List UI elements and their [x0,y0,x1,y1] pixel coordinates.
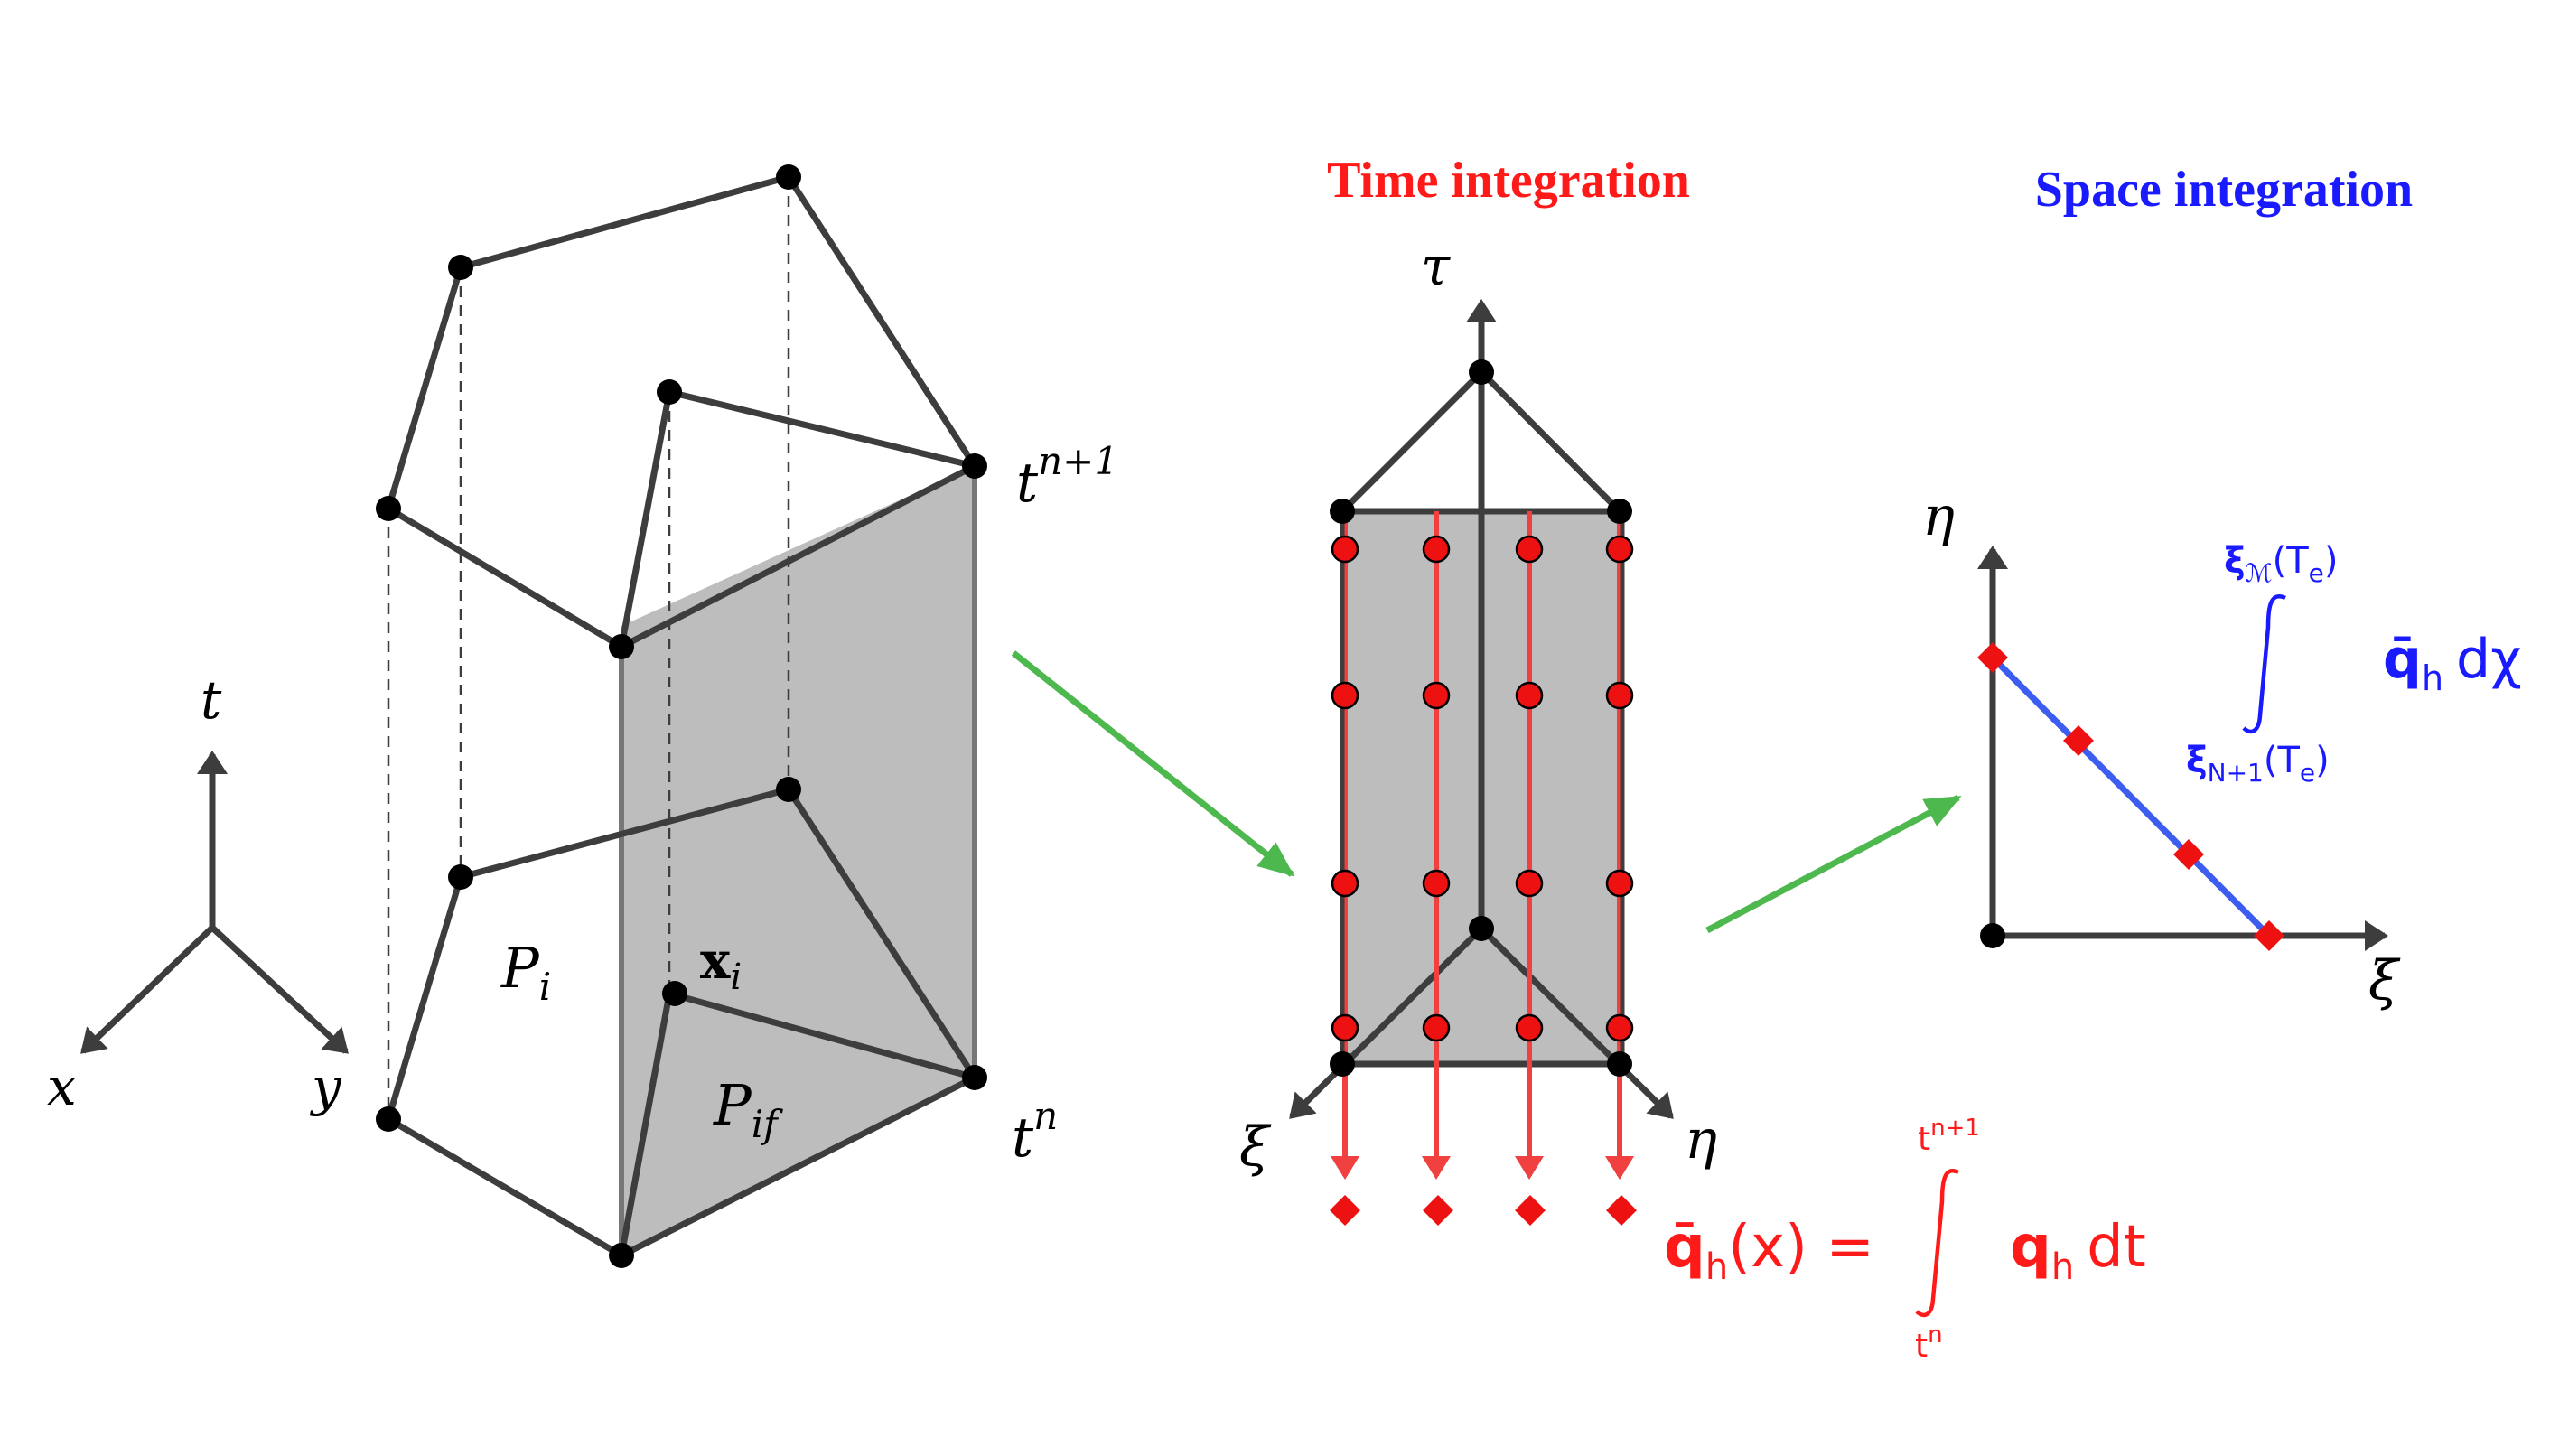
axis-t-label: t [201,669,222,731]
prism-nodes [376,164,987,1268]
axes-3d [80,751,349,1054]
vertical-dashed-edges [387,177,790,1119]
point-label: xi [700,931,742,998]
element-edges-overlay [1340,511,1625,1064]
axis-y [210,925,349,1054]
top-polygon [385,173,978,650]
time-quadrature-points [1331,535,1634,1042]
xi-tri-label: ξ [2368,949,2401,1013]
green-arrow-element-to-triangle [1705,794,1962,934]
svg-text:q̄h(x) =: q̄h(x) = [1664,1214,1874,1288]
space-integral-upper: ξℳ(Te) [2224,540,2338,588]
hypotenuse [1990,655,2272,938]
xi-ref-label: ξ [1239,1115,1272,1179]
time-integral-lower: tn [1915,1321,1943,1365]
eta-ref-label: η [1685,1108,1717,1171]
time-bottom-label: tn [1012,1094,1058,1170]
reference-nodes [1330,359,1632,1077]
shaded-face [621,466,975,1255]
space-time-prism [376,164,987,1268]
axis-x [80,925,215,1054]
axis-eta-ref [1479,926,1674,1119]
tau-label: τ [1421,236,1451,297]
axis-y-label: y [309,1056,342,1117]
time-integration-title: Time integration [1327,153,1690,209]
cell-label: Pi [500,935,551,1009]
time-integral-upper: tn+1 [1918,1115,1980,1158]
time-top-label: tn+1 [1016,439,1118,515]
reference-element [1289,299,1674,1226]
axis-xi-ref [1289,926,1484,1119]
triangle-origin-node [1980,923,2005,948]
green-arrow-prism-to-element [1011,650,1295,877]
projected-space-points [1330,1195,1637,1226]
reference-triangle [1977,546,2388,951]
space-integral-sign [2242,594,2286,734]
space-integration-title: Space integration [2035,162,2413,218]
eta-tri-label: η [1922,485,1955,548]
svg-text:q̄hdχ: q̄hdχ [2383,628,2522,698]
axis-x-label: x [47,1056,77,1117]
shaded-face-edges [619,466,977,1255]
bottom-polygon [385,786,978,1259]
space-integral-lower: ξN+1(Te) [2186,740,2330,788]
time-integral-sign [1915,1169,1960,1318]
